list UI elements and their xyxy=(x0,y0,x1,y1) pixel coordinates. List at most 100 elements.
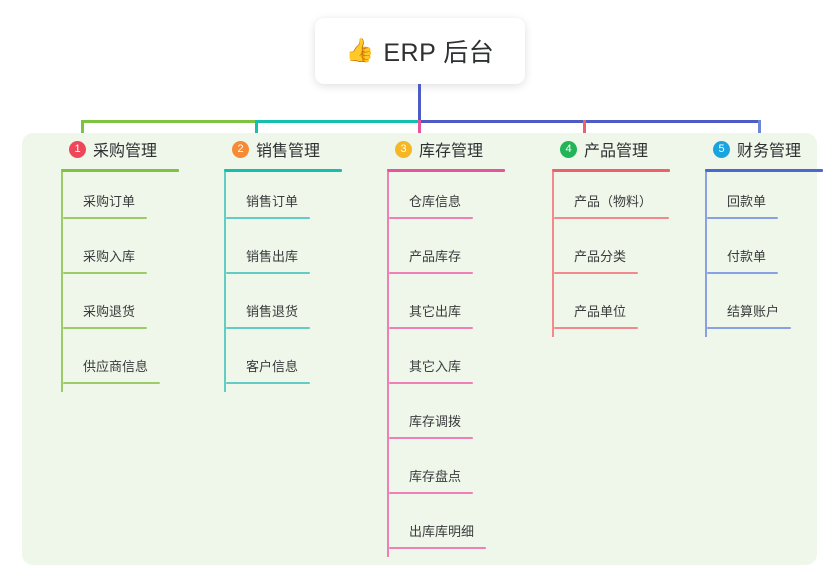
item-rule xyxy=(226,382,310,384)
list-item[interactable]: 库存调拨 xyxy=(387,392,531,447)
module-badge-1: 1 xyxy=(69,140,86,158)
connector-root-stem xyxy=(418,84,421,122)
module-trunk-2 xyxy=(224,172,226,392)
module-header-purchase[interactable]: 1 采购管理 xyxy=(55,133,200,165)
list-item[interactable]: 销售出库 xyxy=(224,227,363,282)
module-column-product: 4 产品管理 产品（物料） 产品分类 产品单位 xyxy=(546,133,706,337)
item-label: 库存盘点 xyxy=(409,469,462,484)
item-rule xyxy=(63,382,160,384)
item-label: 销售订单 xyxy=(246,194,299,209)
item-label: 出库库明细 xyxy=(409,524,475,539)
module-rule-5 xyxy=(705,169,823,172)
module-trunk-3 xyxy=(387,172,389,557)
item-label: 采购订单 xyxy=(83,194,136,209)
list-item[interactable]: 采购退货 xyxy=(61,282,200,337)
module-header-inventory[interactable]: 3 库存管理 xyxy=(381,133,531,165)
module-trunk-1 xyxy=(61,172,63,392)
connector-bus-green xyxy=(81,120,257,123)
item-label: 销售出库 xyxy=(246,249,299,264)
list-item[interactable]: 其它出库 xyxy=(387,282,531,337)
item-rule xyxy=(389,382,473,384)
item-rule xyxy=(389,272,473,274)
list-item[interactable]: 产品（物料） xyxy=(552,172,706,227)
module-title-3: 库存管理 xyxy=(419,143,484,160)
root-node-card[interactable]: 👍 ERP 后台 xyxy=(315,18,525,84)
module-badge-4: 4 xyxy=(560,140,577,158)
module-items-1: 采购订单 采购入库 采购退货 供应商信息 xyxy=(61,172,200,392)
module-header-product[interactable]: 4 产品管理 xyxy=(546,133,706,165)
item-label: 采购入库 xyxy=(83,249,136,264)
root-node-title: ERP 后台 xyxy=(383,39,495,67)
list-item[interactable]: 供应商信息 xyxy=(61,337,200,392)
list-item[interactable]: 仓库信息 xyxy=(387,172,531,227)
module-items-2: 销售订单 销售出库 销售退货 客户信息 xyxy=(224,172,363,392)
module-badge-2: 2 xyxy=(232,140,249,158)
list-item[interactable]: 其它入库 xyxy=(387,337,531,392)
item-rule xyxy=(389,217,473,219)
module-column-inventory: 3 库存管理 仓库信息 产品库存 其它出库 其它入库 xyxy=(381,133,531,557)
module-title-5: 财务管理 xyxy=(737,143,802,160)
module-column-purchase: 1 采购管理 采购订单 采购入库 采购退货 供应商信 xyxy=(55,133,200,392)
item-rule xyxy=(389,492,473,494)
module-rule-2 xyxy=(224,169,342,172)
item-rule xyxy=(226,327,310,329)
item-label: 产品分类 xyxy=(574,249,627,264)
item-rule xyxy=(226,272,310,274)
connector-bus-teal xyxy=(255,120,420,123)
item-rule xyxy=(389,437,473,439)
thumbs-up-icon: 👍 xyxy=(345,37,375,64)
item-label: 其它出库 xyxy=(409,304,462,319)
list-item[interactable]: 产品分类 xyxy=(552,227,706,282)
module-rule-1 xyxy=(61,169,179,172)
module-header-finance[interactable]: 5 财务管理 xyxy=(699,133,839,165)
item-rule xyxy=(389,327,473,329)
item-rule xyxy=(707,327,791,329)
item-label: 仓库信息 xyxy=(409,194,462,209)
module-trunk-4 xyxy=(552,172,554,337)
item-label: 结算账户 xyxy=(727,304,780,319)
item-rule xyxy=(554,272,638,274)
module-rule-4 xyxy=(552,169,670,172)
list-item[interactable]: 产品库存 xyxy=(387,227,531,282)
list-item[interactable]: 客户信息 xyxy=(224,337,363,392)
root-node-content: 👍 ERP 后台 xyxy=(346,33,495,69)
list-item[interactable]: 库存盘点 xyxy=(387,447,531,502)
item-label: 其它入库 xyxy=(409,359,462,374)
list-item[interactable]: 采购订单 xyxy=(61,172,200,227)
modules-panel: 1 采购管理 采购订单 采购入库 采购退货 供应商信 xyxy=(22,133,823,565)
module-title-2: 销售管理 xyxy=(256,143,321,160)
item-rule xyxy=(63,217,147,219)
list-item[interactable]: 销售订单 xyxy=(224,172,363,227)
item-rule xyxy=(226,217,310,219)
list-item[interactable]: 出库库明细 xyxy=(387,502,531,557)
item-label: 库存调拨 xyxy=(409,414,462,429)
module-badge-5: 5 xyxy=(713,140,730,158)
list-item[interactable]: 销售退货 xyxy=(224,282,363,337)
item-label: 产品（物料） xyxy=(574,194,653,209)
list-item[interactable]: 付款单 xyxy=(705,227,839,282)
list-item[interactable]: 回款单 xyxy=(705,172,839,227)
module-items-5: 回款单 付款单 结算账户 xyxy=(705,172,839,337)
module-column-sales: 2 销售管理 销售订单 销售出库 销售退货 客户信息 xyxy=(218,133,363,392)
item-rule xyxy=(554,217,669,219)
list-item[interactable]: 采购入库 xyxy=(61,227,200,282)
item-rule xyxy=(707,272,778,274)
list-item[interactable]: 产品单位 xyxy=(552,282,706,337)
module-header-sales[interactable]: 2 销售管理 xyxy=(218,133,363,165)
list-item[interactable]: 结算账户 xyxy=(705,282,839,337)
module-items-3: 仓库信息 产品库存 其它出库 其它入库 库存调拨 xyxy=(387,172,531,557)
item-rule xyxy=(63,327,147,329)
item-label: 销售退货 xyxy=(246,304,299,319)
item-label: 产品单位 xyxy=(574,304,627,319)
module-title-4: 产品管理 xyxy=(584,143,649,160)
item-label: 客户信息 xyxy=(246,359,299,374)
item-rule xyxy=(63,272,147,274)
item-label: 回款单 xyxy=(727,194,767,209)
module-badge-3: 3 xyxy=(395,140,412,158)
connector-bus-indigo xyxy=(418,120,761,123)
module-trunk-5 xyxy=(705,172,707,337)
module-items-4: 产品（物料） 产品分类 产品单位 xyxy=(552,172,706,337)
item-rule xyxy=(707,217,778,219)
module-column-finance: 5 财务管理 回款单 付款单 结算账户 xyxy=(699,133,839,337)
item-rule xyxy=(554,327,638,329)
